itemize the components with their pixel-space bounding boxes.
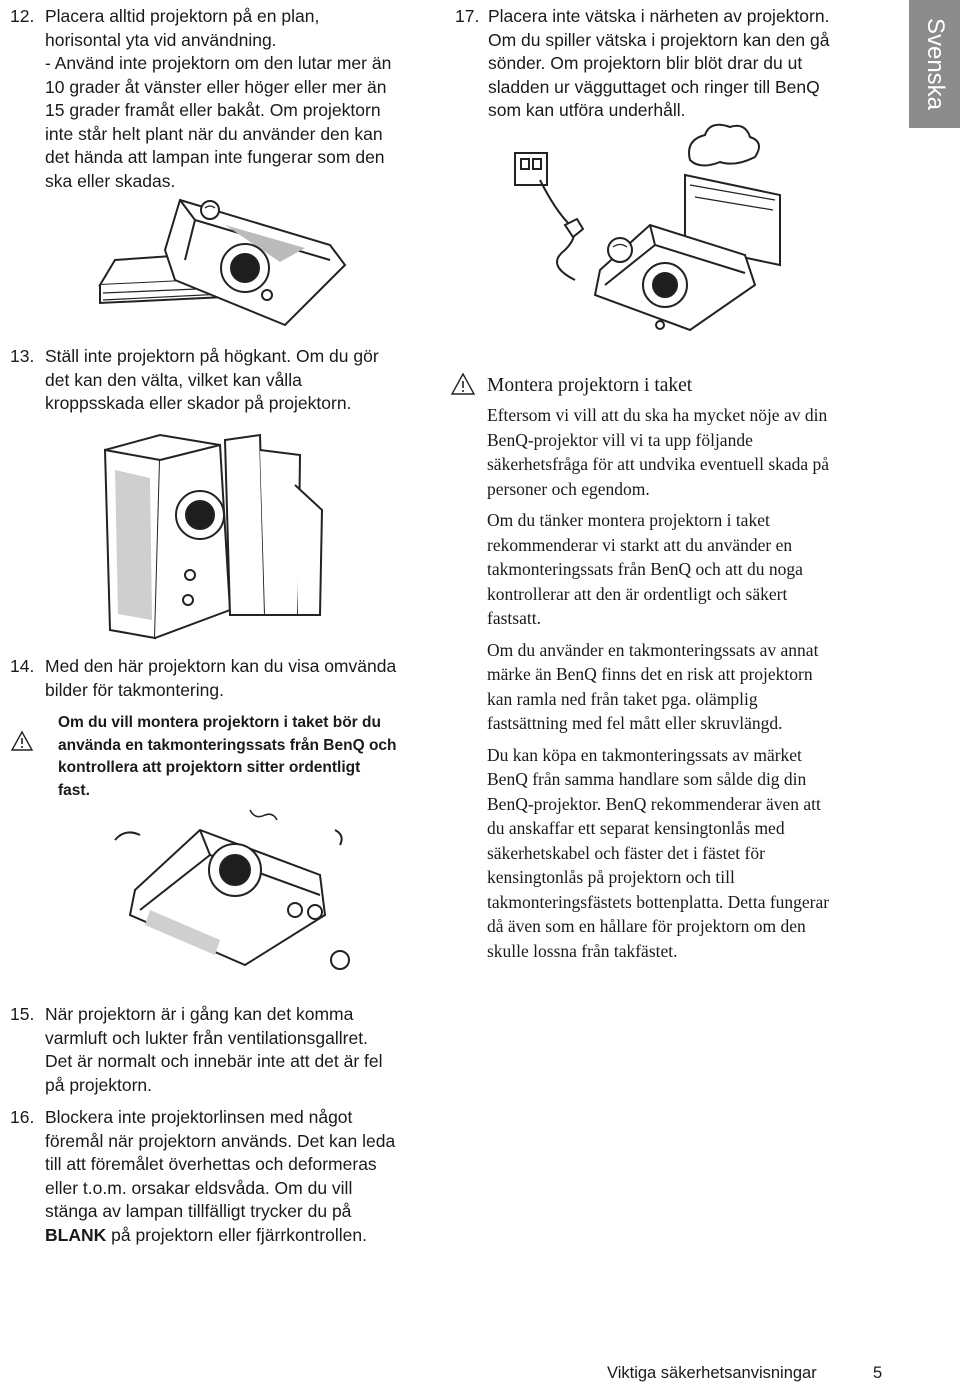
item-17: 17. Placera inte vätska i närheten av pr… xyxy=(455,5,829,123)
item-12: 12. Placera alltid projektorn på en plan… xyxy=(10,5,391,193)
item-number: 12. xyxy=(10,6,35,26)
item-text: Med den här projektorn kan du visa omvän… xyxy=(45,656,397,700)
item-number: 14. xyxy=(10,656,35,676)
ceiling-warning-text: Om du vill montera projektorn i taket bö… xyxy=(58,714,397,799)
sidebar-paragraph: Eftersom vi vill att du ska ha mycket nö… xyxy=(487,405,830,499)
footer-page-number: 5 xyxy=(873,1364,883,1382)
language-tab-label: Svenska xyxy=(921,17,949,111)
item-number: 15. xyxy=(10,1004,35,1024)
sidebar-title: Montera projektorn i taket xyxy=(487,375,693,396)
ceiling-projector-illustration xyxy=(110,800,360,975)
language-tab: Svenska xyxy=(909,0,960,128)
footer-section-title: Viktiga säkerhetsanvisningar xyxy=(607,1364,817,1382)
item-15: 15. När projektorn är i gång kan det kom… xyxy=(10,1003,383,1097)
liquid-hazard-illustration xyxy=(505,125,790,340)
item-number: 16. xyxy=(10,1107,35,1127)
sidebar-paragraph: Om du använder en takmonteringssats av a… xyxy=(487,639,819,734)
sidebar-paragraph: Om du tänker montera projektorn i taket … xyxy=(487,510,803,628)
warning-icon xyxy=(450,372,476,395)
upright-projector-illustration xyxy=(100,430,330,640)
item-14: 14. Med den här projektorn kan du visa o… xyxy=(10,655,396,702)
item-text: Blockera inte projektorlinsen med något … xyxy=(45,1107,396,1245)
item-text: Ställ inte projektorn på högkant. Om du … xyxy=(45,346,379,413)
tilted-projector-illustration xyxy=(95,190,355,330)
item-text: När projektorn är i gång kan det komma v… xyxy=(45,1004,383,1095)
item-text: Placera alltid projektorn på en plan, ho… xyxy=(45,6,392,191)
ceiling-mount-sidebar: Montera projektorn i taket Eftersom vi v… xyxy=(487,373,829,970)
item-number: 13. xyxy=(10,346,35,366)
sidebar-paragraph: Du kan köpa en takmonteringssats av märk… xyxy=(487,744,830,961)
blank-key-label: BLANK xyxy=(45,1224,107,1245)
item-text: Placera inte vätska i närheten av projek… xyxy=(488,6,830,120)
item-13: 13. Ställ inte projektorn på högkant. Om… xyxy=(10,345,379,416)
item-16: 16. Blockera inte projektorlinsen med nå… xyxy=(10,1106,395,1247)
item-number: 17. xyxy=(455,6,480,26)
warning-icon xyxy=(10,730,34,751)
